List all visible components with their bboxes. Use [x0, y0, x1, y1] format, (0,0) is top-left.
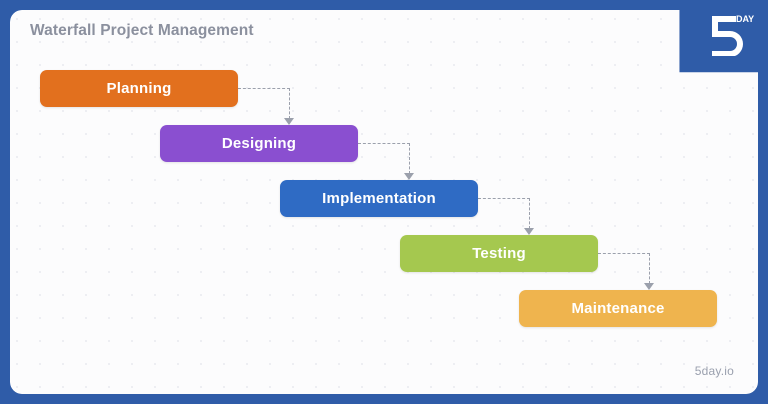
svg-text:DAY: DAY [736, 14, 754, 24]
phase-box-maintenance[interactable]: Maintenance [519, 290, 717, 327]
connector-planning-to-designing [238, 88, 294, 128]
phase-label: Planning [106, 80, 172, 97]
connector-segment-vertical [289, 88, 290, 119]
footer-brand-text: 5day.io [694, 364, 734, 378]
connector-segment-horizontal [358, 143, 410, 144]
page-title: Waterfall Project Management [30, 22, 254, 39]
5day-logo-icon: DAY [712, 14, 754, 56]
phase-label: Designing [221, 135, 297, 152]
connector-segment-horizontal [478, 198, 530, 199]
connector-arrowhead [524, 228, 534, 235]
connector-arrowhead [404, 173, 414, 180]
connector-testing-to-maintenance [598, 253, 654, 293]
connector-implementation-to-testing [478, 198, 534, 238]
phase-box-testing[interactable]: Testing [400, 235, 598, 272]
phase-box-designing[interactable]: Designing [160, 125, 358, 162]
phase-box-planning[interactable]: Planning [40, 70, 238, 107]
phase-label: Implementation [322, 190, 436, 207]
phase-box-implementation[interactable]: Implementation [280, 180, 478, 217]
connector-segment-horizontal [598, 253, 650, 254]
connector-designing-to-implementation [358, 143, 414, 183]
connector-arrowhead [284, 118, 294, 125]
phase-label: Maintenance [571, 300, 665, 317]
connector-arrowhead [644, 283, 654, 290]
connector-segment-vertical [649, 253, 650, 284]
connector-segment-horizontal [238, 88, 290, 89]
connector-segment-vertical [529, 198, 530, 229]
connector-segment-vertical [409, 143, 410, 174]
phase-label: Testing [472, 245, 526, 262]
